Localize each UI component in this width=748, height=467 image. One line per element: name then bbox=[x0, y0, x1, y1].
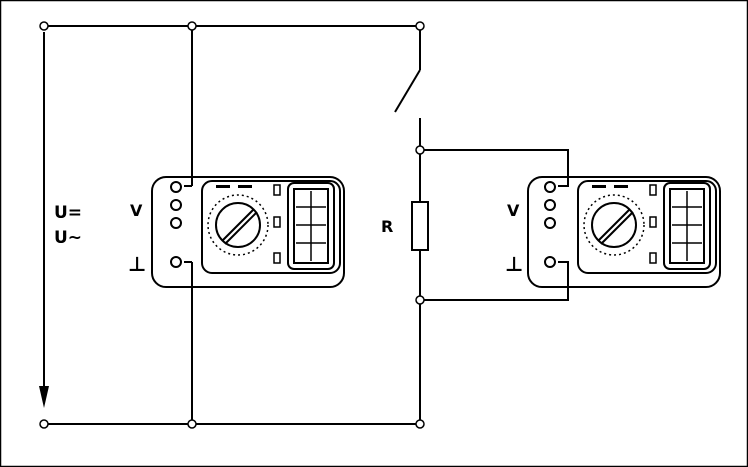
meter2-range-marker-3 bbox=[649, 252, 657, 264]
label-meter1-volt: V bbox=[130, 201, 143, 220]
junction-bottom-left bbox=[187, 419, 197, 429]
meter2-display-housing bbox=[663, 182, 711, 270]
meter1-range-marker-2 bbox=[273, 216, 281, 228]
resistor-body bbox=[411, 201, 429, 251]
meter2-volt-wire bbox=[420, 149, 569, 187]
meter2-jack-ground bbox=[544, 256, 556, 268]
meter2-jack-3 bbox=[544, 217, 556, 229]
meter2-range-marker-2 bbox=[649, 216, 657, 228]
meter1-panel bbox=[201, 180, 341, 274]
junction-top-left bbox=[187, 21, 197, 31]
meter2-rotary-dial bbox=[583, 194, 645, 256]
label-resistor: R bbox=[381, 217, 393, 236]
meter1-range-marker-3 bbox=[273, 252, 281, 264]
meter1-dial-ticks bbox=[207, 194, 269, 256]
meter1-rotary-dial bbox=[207, 194, 269, 256]
meter2-ground-wire bbox=[420, 261, 569, 301]
meter2-case bbox=[527, 176, 721, 288]
junction-resistor-bottom bbox=[415, 295, 425, 305]
label-meter2-ground: ⊥ bbox=[505, 252, 523, 276]
meter2-dial-pointer-a bbox=[597, 208, 631, 242]
meter1-display-housing bbox=[287, 182, 335, 270]
label-source-ac: U~ bbox=[54, 228, 82, 248]
meter1-jack-volt bbox=[170, 199, 182, 211]
meter1-case bbox=[151, 176, 345, 288]
meter2-dial-ticks bbox=[583, 194, 645, 256]
label-meter2-volt: V bbox=[507, 201, 520, 220]
label-source-dc: U= bbox=[54, 203, 82, 223]
meter2-jack-volt bbox=[544, 199, 556, 211]
meter2-dial-knob bbox=[591, 202, 637, 248]
meter1-range-marker-1 bbox=[273, 184, 281, 196]
multimeter-left bbox=[151, 176, 345, 288]
meter2-jack-1 bbox=[544, 181, 556, 193]
meter2-indicator-1 bbox=[592, 185, 606, 188]
meter2-dial-pointer-b bbox=[600, 211, 634, 245]
meter1-indicator-1 bbox=[216, 185, 230, 188]
meter2-panel bbox=[577, 180, 717, 274]
label-meter1-ground: ⊥ bbox=[128, 252, 146, 276]
source-top-terminal bbox=[39, 21, 49, 31]
junction-top-right bbox=[415, 21, 425, 31]
multimeter-right bbox=[527, 176, 721, 288]
switch-blade bbox=[394, 69, 421, 113]
meter2-display-screen bbox=[669, 188, 705, 264]
meter2-range-marker-1 bbox=[649, 184, 657, 196]
meter1-jack-3 bbox=[170, 217, 182, 229]
source-bottom-terminal bbox=[39, 419, 49, 429]
junction-resistor-top bbox=[415, 145, 425, 155]
junction-bottom-right bbox=[415, 419, 425, 429]
source-voltage-arrowhead bbox=[39, 386, 49, 408]
meter1-indicator-2 bbox=[238, 185, 252, 188]
meter1-dial-knob bbox=[215, 202, 261, 248]
meter1-dial-pointer-b bbox=[224, 211, 258, 245]
meter2-indicator-2 bbox=[614, 185, 628, 188]
meter1-dial-pointer-a bbox=[221, 208, 255, 242]
meter1-jack-ground bbox=[170, 256, 182, 268]
meter1-display-screen bbox=[293, 188, 329, 264]
meter1-jack-1 bbox=[170, 181, 182, 193]
